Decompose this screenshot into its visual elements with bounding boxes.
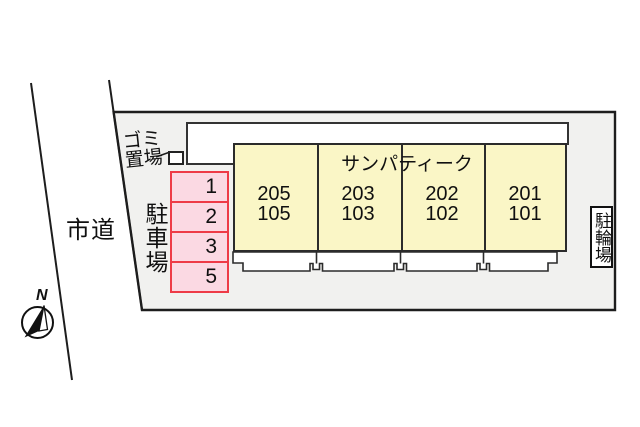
garbage-label-line2: 置場 <box>123 147 164 172</box>
parking-label: 駐車場 <box>142 202 168 274</box>
building-name: サンパティーク <box>341 154 473 175</box>
road-left-line <box>30 82 73 381</box>
road-label: 市道 <box>66 217 116 244</box>
bicycle-parking-box: 駐輪場 <box>590 206 613 268</box>
bicycle-parking-label: 駐輪場 <box>592 211 611 263</box>
site-west-boundary-line <box>108 79 143 311</box>
unit-divider <box>400 145 403 250</box>
unit-divider <box>316 145 319 250</box>
unit-lower-number: 102 <box>425 202 459 225</box>
unit-lower-number: 105 <box>257 202 291 225</box>
unit-label-203-103: 203 103 <box>316 183 400 225</box>
parking-space-number: 2 <box>205 205 217 228</box>
porch-outline <box>232 251 558 272</box>
unit-label-202-102: 202 102 <box>400 183 484 225</box>
compass-icon <box>21 305 54 339</box>
unit-upper-number: 203 <box>341 183 375 205</box>
parking-space-5: 5 <box>170 261 229 293</box>
parking-space-1: 1 <box>170 171 229 203</box>
north-label: N <box>36 287 48 304</box>
unit-upper-number: 201 <box>508 183 542 205</box>
parking-space-number: 5 <box>205 265 217 288</box>
unit-divider <box>483 145 486 250</box>
unit-label-201-101: 201 101 <box>483 183 567 225</box>
unit-upper-number: 205 <box>257 183 291 205</box>
garbage-pointer-line <box>155 151 171 158</box>
unit-lower-number: 101 <box>508 202 542 225</box>
building-block <box>233 143 567 252</box>
garbage-box <box>168 151 184 165</box>
unit-upper-number: 202 <box>425 183 459 205</box>
unit-lower-number: 103 <box>341 202 375 225</box>
parking-space-number: 3 <box>205 235 217 258</box>
parking-area: 1 2 3 5 <box>170 171 229 293</box>
parking-space-3: 3 <box>170 231 229 263</box>
parking-space-2: 2 <box>170 201 229 233</box>
garbage-label: ゴミ 置場 <box>115 128 171 172</box>
unit-label-205-105: 205 105 <box>232 183 316 225</box>
parking-space-number: 1 <box>205 175 217 198</box>
